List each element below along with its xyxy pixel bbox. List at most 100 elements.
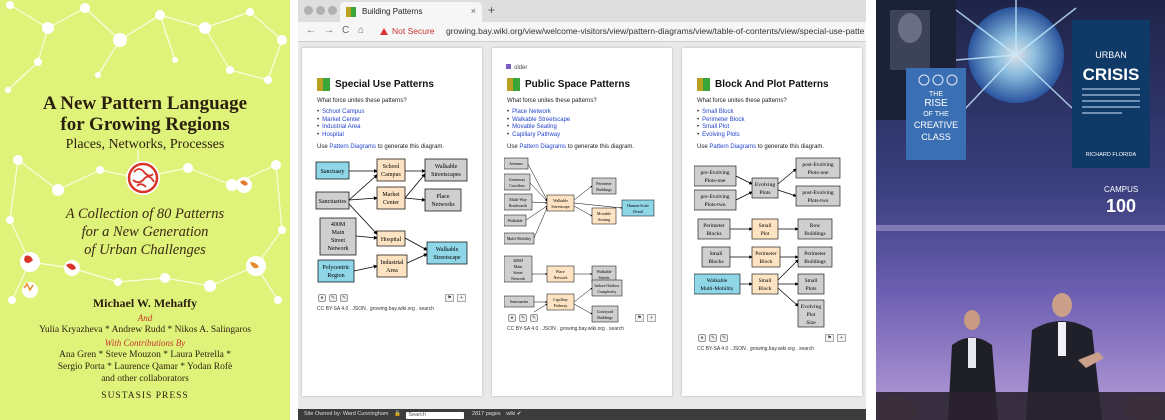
svg-text:Buildings: Buildings <box>804 231 825 237</box>
edit-icon[interactable]: ✎ <box>720 334 728 342</box>
svg-text:Avenues: Avenues <box>509 161 523 166</box>
svg-text:Small: Small <box>805 278 818 284</box>
pattern-link[interactable]: Hospital <box>322 132 364 140</box>
wiki-viewport: Special Use Patterns What force unites t… <box>298 42 866 409</box>
svg-text:Perimeter: Perimeter <box>703 223 725 229</box>
wiki-status: wiki ✔ <box>506 411 522 417</box>
new-tab-button[interactable]: + <box>488 3 496 17</box>
svg-text:Multi-Mobility: Multi-Mobility <box>700 286 734 292</box>
svg-text:Movable: Movable <box>597 211 611 216</box>
diagram-node <box>504 193 533 211</box>
svg-text:Perimeter: Perimeter <box>596 181 612 186</box>
add-button[interactable]: + <box>647 314 656 322</box>
back-button[interactable]: ← <box>306 25 316 36</box>
wiki-page-block-plot: Block And Plot Patterns What force unite… <box>682 48 862 396</box>
fork-button[interactable]: ⚑ <box>635 314 644 322</box>
svg-text:OF THE: OF THE <box>923 111 949 118</box>
svg-text:Corridors: Corridors <box>509 183 525 188</box>
diagram-node <box>795 185 841 207</box>
journal-icon[interactable]: ● <box>318 294 326 302</box>
svg-text:Region: Region <box>327 273 344 279</box>
svg-text:Buildings: Buildings <box>596 187 612 192</box>
pattern-link[interactable]: Capillary Pathway <box>512 132 570 140</box>
diagram-node <box>797 299 825 328</box>
pattern-link[interactable]: Movable Seating <box>512 124 570 132</box>
svg-text:Row: Row <box>810 223 820 229</box>
edit-icon[interactable]: ✎ <box>530 314 538 322</box>
pattern-link[interactable]: Small Plot <box>702 124 744 132</box>
edit-icon[interactable]: ✎ <box>340 294 348 302</box>
url-field[interactable]: growing.bay.wiki.org/view/welcome-visito… <box>446 26 864 36</box>
diagram-node <box>504 232 535 245</box>
edit-icon[interactable]: ✎ <box>519 314 527 322</box>
diagram-node <box>591 177 617 195</box>
wiki-page-special-use: Special Use Patterns What force unites t… <box>302 48 482 396</box>
older-link[interactable]: older <box>506 64 527 71</box>
page-title: Public Space Patterns <box>525 79 631 90</box>
pattern-link-list: Small Block Perimeter Block Small Plot E… <box>702 109 744 140</box>
pattern-link[interactable]: Evolving Plots <box>702 132 744 140</box>
lock-icon[interactable]: 🔒 <box>394 411 401 417</box>
diagram-node <box>504 157 529 170</box>
diagram-node <box>701 246 731 268</box>
diagram-node <box>424 158 468 182</box>
diagram-node <box>426 241 468 265</box>
wiki-page-public-space: older Public Space Patterns What force u… <box>492 48 672 396</box>
security-indicator[interactable]: Not Secure <box>380 26 435 36</box>
diagram-node <box>621 199 655 217</box>
page-journal-icons: ●✎✎ <box>698 334 728 342</box>
pattern-diagrams-link[interactable]: Pattern Diagrams <box>329 144 377 150</box>
svg-text:Blocks: Blocks <box>708 259 723 265</box>
page-count: 2817 pages <box>471 411 501 417</box>
site-owner[interactable]: Site Owned by: Ward Cunningham <box>304 411 389 417</box>
pattern-link[interactable]: Perimeter Block <box>702 117 744 125</box>
add-button[interactable]: + <box>457 294 466 302</box>
diagram-node <box>376 230 406 247</box>
svg-text:400M: 400M <box>513 258 523 263</box>
diagram-node <box>546 265 575 283</box>
reload-button[interactable]: C <box>342 25 350 36</box>
license-line[interactable]: CC BY-SA 4.0 . JSON . growing.bay.wiki.o… <box>317 306 434 312</box>
book-author: Michael W. Mehaffy <box>92 296 198 310</box>
pattern-diagrams-link[interactable]: Pattern Diagrams <box>519 144 567 150</box>
wiki-favicon-icon <box>346 7 356 17</box>
pattern-diagrams-link[interactable]: Pattern Diagrams <box>709 144 757 150</box>
svg-text:Center: Center <box>383 200 399 206</box>
page-question: What force unites these patterns? <box>507 98 597 104</box>
svg-text:Multi-Mobility: Multi-Mobility <box>507 236 531 241</box>
tab-close-icon[interactable]: × <box>470 6 476 16</box>
fork-button[interactable]: ⚑ <box>445 294 454 302</box>
svg-text:Street: Street <box>513 270 523 275</box>
forward-button[interactable]: → <box>324 25 334 36</box>
svg-text:Networks: Networks <box>431 202 455 208</box>
journal-icon[interactable]: ● <box>508 314 516 322</box>
edit-icon[interactable]: ✎ <box>709 334 717 342</box>
add-button[interactable]: + <box>837 334 846 342</box>
window-minimize-dot[interactable] <box>316 6 325 15</box>
tab-building-patterns[interactable]: Building Patterns × <box>340 2 482 22</box>
svg-text:Greenway: Greenway <box>509 177 525 182</box>
home-button[interactable]: ⌂ <box>358 25 365 36</box>
wiki-search-input[interactable]: Search <box>406 412 465 419</box>
svg-text:Polycentric: Polycentric <box>322 265 350 271</box>
edit-icon[interactable]: ✎ <box>329 294 337 302</box>
svg-text:Pathway: Pathway <box>554 303 568 308</box>
svg-text:Walkable: Walkable <box>707 278 728 284</box>
fork-button[interactable]: ⚑ <box>825 334 834 342</box>
svg-text:THE: THE <box>929 91 943 98</box>
window-close-dot[interactable] <box>304 6 313 15</box>
window-zoom-dot[interactable] <box>328 6 337 15</box>
pattern-link[interactable]: Small Block <box>702 109 744 117</box>
license-line[interactable]: CC BY-SA 4.0 . JSON . growing.bay.wiki.o… <box>697 346 814 352</box>
svg-text:Walkable: Walkable <box>596 269 611 274</box>
network-pattern-illustration <box>5 1 287 304</box>
pattern-link[interactable]: School Campus <box>322 109 364 117</box>
pattern-link[interactable]: Walkable Streetscape <box>512 117 570 125</box>
pattern-link[interactable]: Market Center <box>322 117 364 125</box>
journal-icon[interactable]: ● <box>698 334 706 342</box>
diagram-node <box>504 214 527 227</box>
license-line[interactable]: CC BY-SA 4.0 . JSON . growing.bay.wiki.o… <box>507 326 624 332</box>
svg-text:Perimeter: Perimeter <box>804 251 826 257</box>
pattern-link[interactable]: Place Network <box>512 109 570 117</box>
pattern-link[interactable]: Industrial Area <box>322 124 364 132</box>
